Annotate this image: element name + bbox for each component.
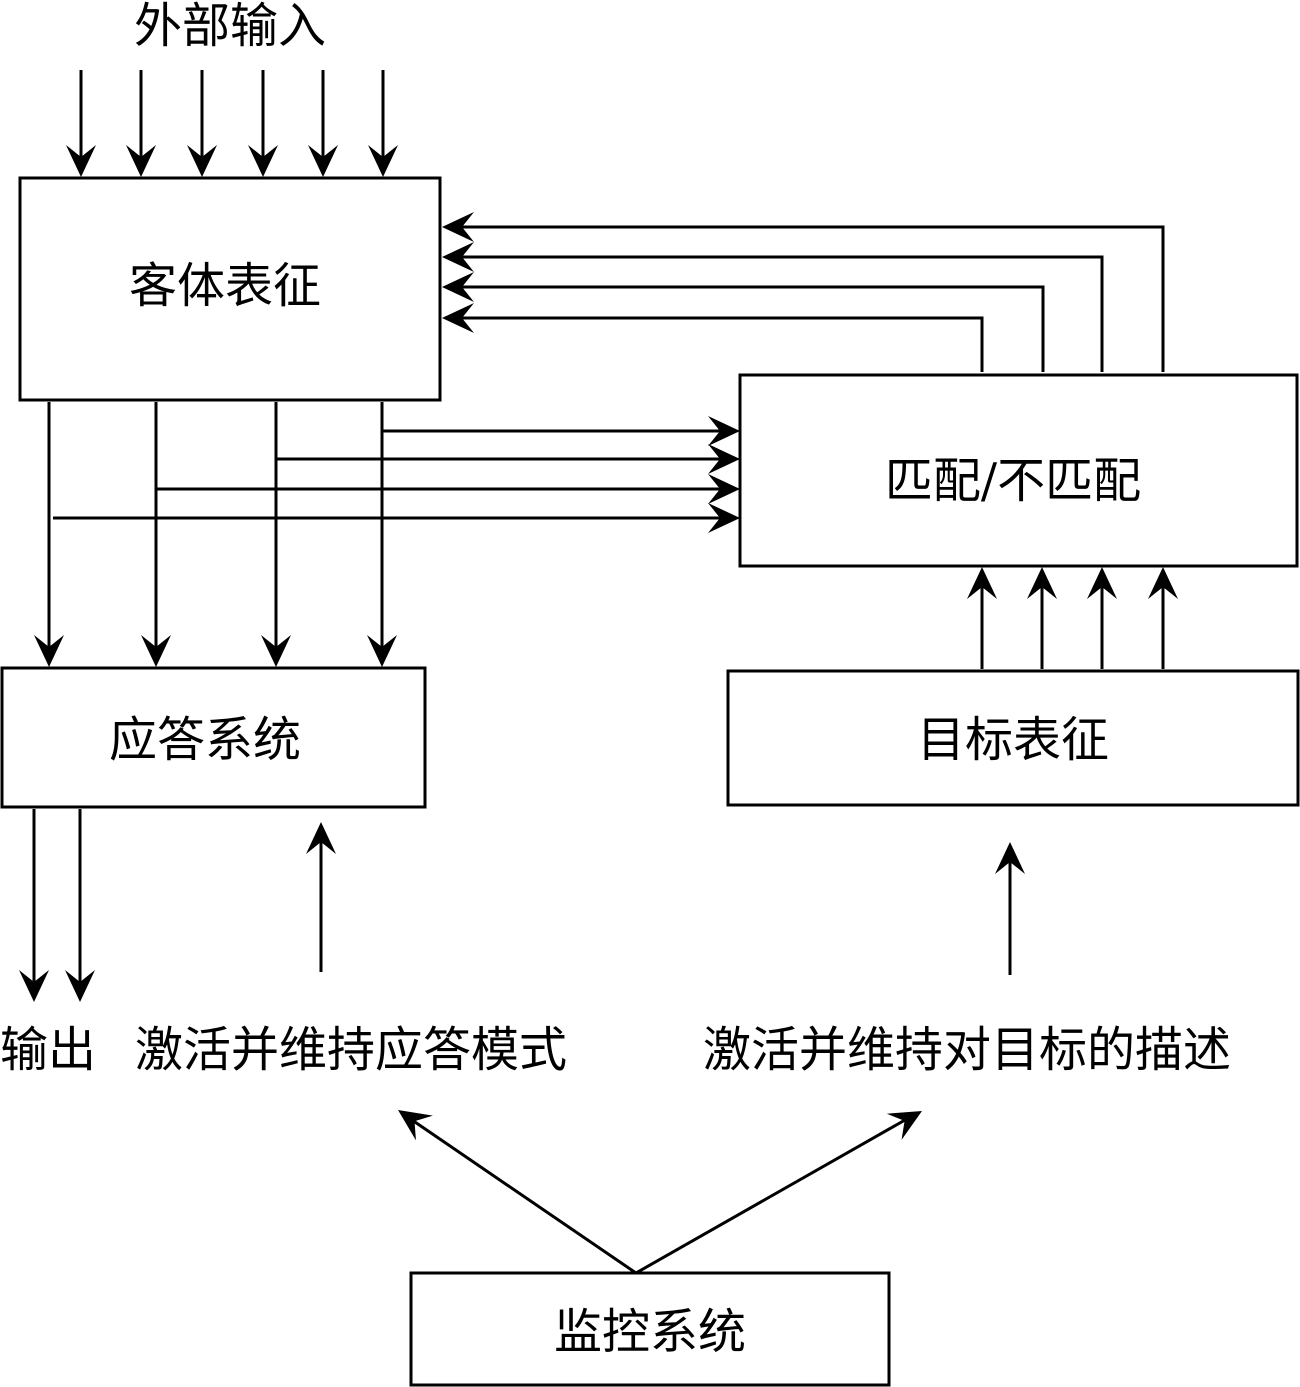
feedback-arrow-line bbox=[450, 285, 1045, 372]
target-representation-node: 目标表征 bbox=[726, 669, 1300, 807]
monitor-system-label: 监控系统 bbox=[554, 1304, 746, 1360]
feedback-arrowhead bbox=[442, 212, 474, 242]
match-box bbox=[738, 373, 1299, 568]
feedback-arrow-line bbox=[450, 225, 1165, 372]
target-to-match-arrowhead bbox=[967, 567, 997, 599]
target-representation-box bbox=[726, 669, 1300, 807]
external-input-arrows bbox=[66, 70, 398, 177]
external-input-arrowhead bbox=[308, 145, 338, 177]
object-to-response-arrowhead bbox=[261, 635, 291, 667]
external-input-label: 外部输入 bbox=[134, 0, 326, 54]
object-to-match-arrowhead bbox=[708, 444, 740, 474]
external-input-arrowhead bbox=[187, 145, 217, 177]
object-to-response-arrowhead bbox=[141, 635, 171, 667]
external-input-arrowhead bbox=[248, 145, 278, 177]
connectors bbox=[19, 212, 1178, 1275]
response-system-node: 应答系统 bbox=[0, 666, 427, 809]
target-to-match-arrowhead bbox=[1087, 567, 1117, 599]
target-representation-label: 目标表征 bbox=[917, 712, 1109, 768]
activate-target-label: 激活并维持对目标的描述 bbox=[703, 1022, 1231, 1078]
object-representation-box bbox=[18, 176, 442, 402]
feedback-arrow-line bbox=[450, 316, 984, 372]
monitor-to-response-line bbox=[411, 1118, 637, 1275]
match-label: 匹配/不匹配 bbox=[885, 453, 1141, 509]
activate-target-arrowhead bbox=[995, 842, 1025, 874]
external-input-arrowhead bbox=[66, 145, 96, 177]
feedback-arrow-line bbox=[450, 255, 1104, 372]
object-representation-label: 客体表征 bbox=[129, 258, 321, 314]
object-to-response-arrowhead bbox=[34, 635, 64, 667]
object-representation-node: 客体表征 bbox=[18, 176, 442, 402]
object-to-match-arrowhead bbox=[708, 474, 740, 504]
match-node: 匹配/不匹配 bbox=[738, 373, 1299, 568]
feedback-arrowhead bbox=[442, 272, 474, 302]
monitor-system-node: 监控系统 bbox=[409, 1271, 891, 1387]
target-to-match-arrowhead bbox=[1148, 567, 1178, 599]
feedback-arrowhead bbox=[442, 242, 474, 272]
object-to-match-arrowhead bbox=[708, 503, 740, 533]
response-system-label: 应答系统 bbox=[109, 712, 301, 768]
output-arrowhead bbox=[19, 970, 49, 1002]
activate-response-arrowhead bbox=[306, 822, 336, 854]
external-input-arrowhead bbox=[368, 145, 398, 177]
monitor-to-target-arrowhead bbox=[886, 1111, 922, 1140]
output-label: 输出 bbox=[0, 1022, 96, 1078]
monitor-to-target-line bbox=[635, 1118, 906, 1275]
monitor-system-box bbox=[409, 1271, 891, 1387]
external-input-arrowhead bbox=[126, 145, 156, 177]
object-to-response-arrowhead bbox=[367, 635, 397, 667]
response-system-box bbox=[0, 666, 427, 809]
monitor-to-response-arrowhead bbox=[398, 1110, 433, 1141]
target-to-match-arrowhead bbox=[1027, 567, 1057, 599]
feedback-arrowhead bbox=[442, 303, 474, 333]
output-arrowhead bbox=[65, 970, 95, 1002]
activate-response-label: 激活并维持应答模式 bbox=[135, 1022, 567, 1078]
object-to-match-arrowhead bbox=[708, 416, 740, 446]
